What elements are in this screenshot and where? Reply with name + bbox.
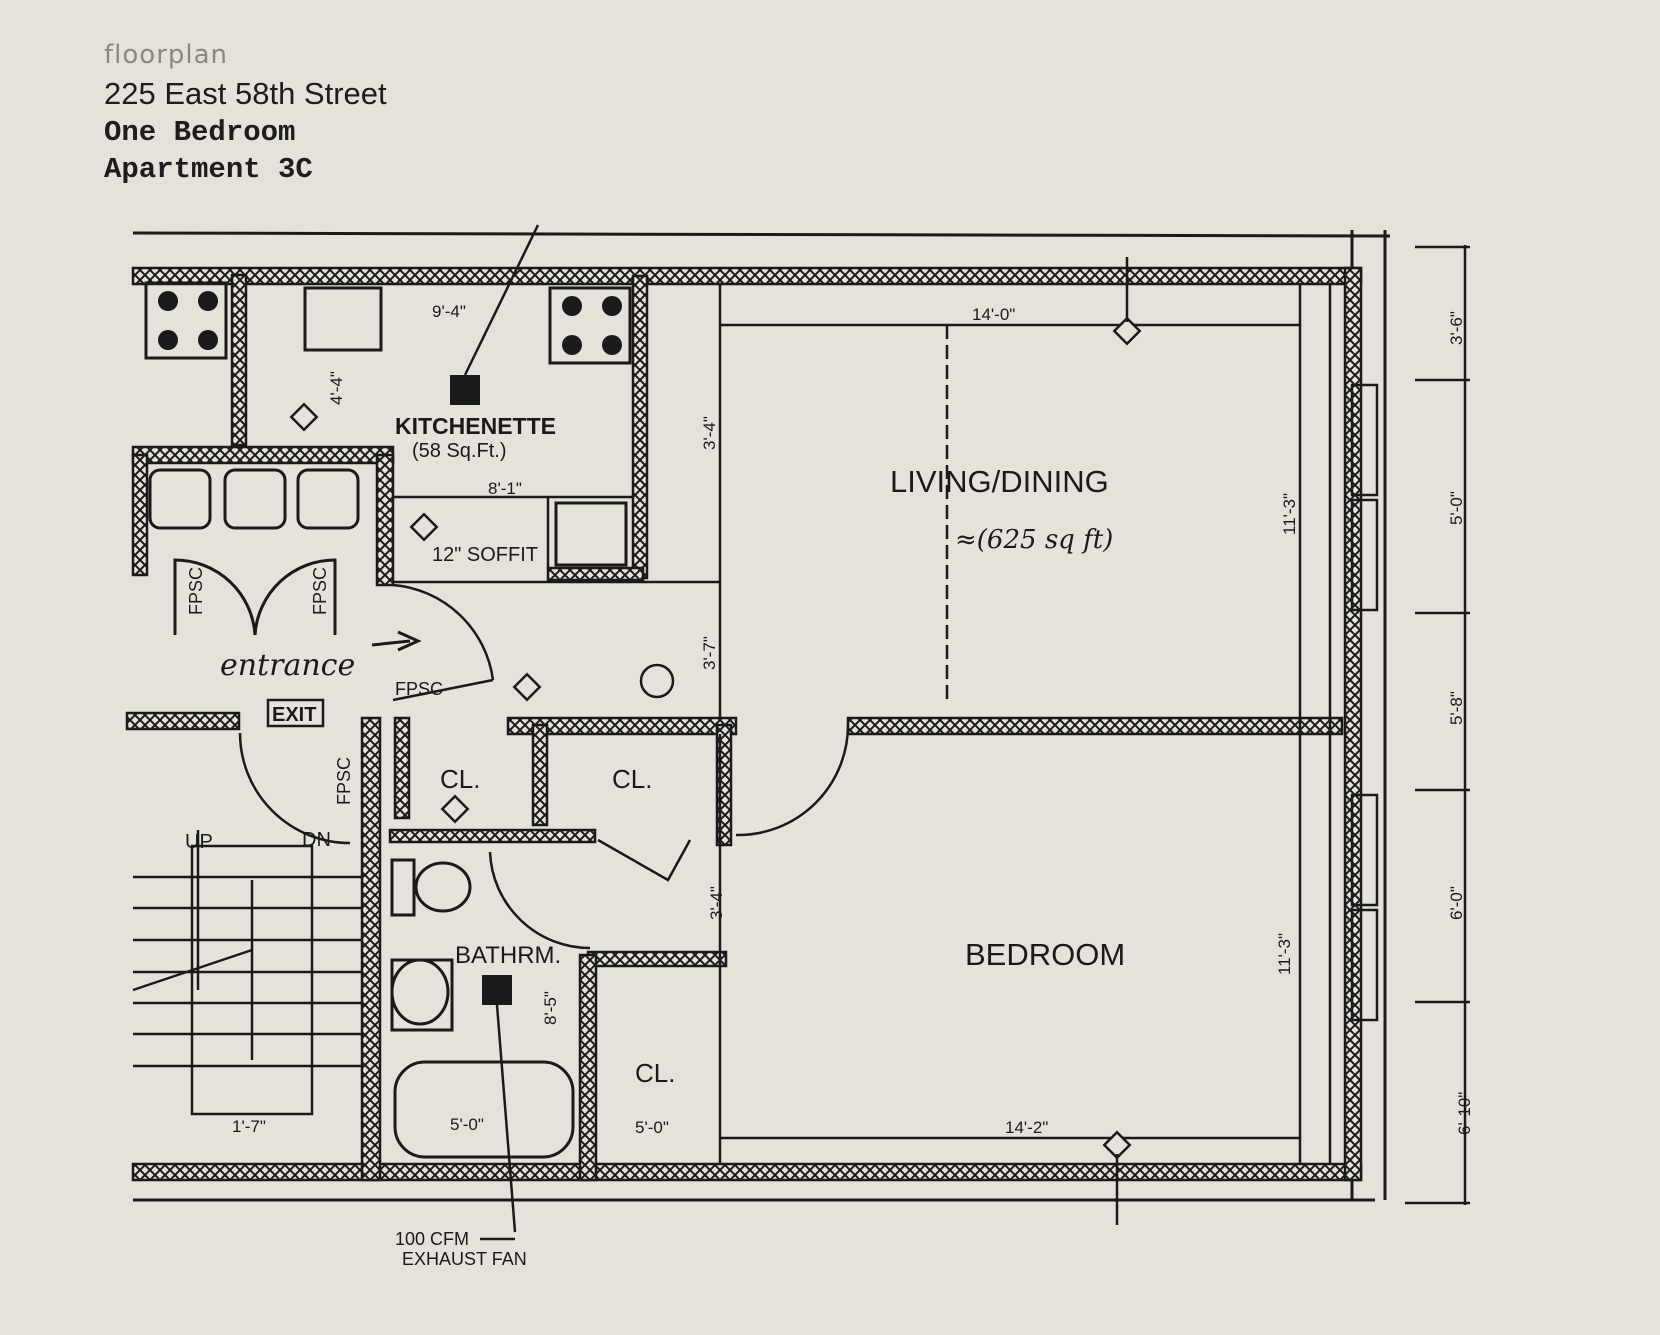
bath-fan-square <box>482 975 512 1005</box>
dim-hall-2: 3'-7" <box>700 636 719 670</box>
dn-label: DN <box>302 829 331 851</box>
address: 225 East 58th Street <box>104 76 387 111</box>
exhaust-fan-label-1: 100 CFM <box>395 1229 469 1249</box>
markers <box>289 316 1142 1160</box>
dim-hall-3: 3'-4" <box>707 886 726 920</box>
soffit-label: 12" SOFFIT <box>432 544 538 566</box>
wall-cl1-right <box>531 723 549 827</box>
closet-3-label: CL. <box>635 1058 675 1088</box>
fridge <box>554 501 628 567</box>
kitchenette-area: (58 Sq.Ft.) <box>412 440 506 462</box>
dim-living-width: 14'-0" <box>972 305 1015 324</box>
fpsc-label-1: FPSC <box>186 567 206 615</box>
unit-type: One Bedroom <box>104 116 296 149</box>
stairs <box>132 830 362 1116</box>
burners <box>158 291 622 355</box>
kitchen-fixtures <box>144 281 632 567</box>
sink <box>303 286 383 352</box>
fpsc-label-4: FPSC <box>334 757 354 805</box>
wall-bath-right <box>578 953 598 1182</box>
door-swings <box>238 583 850 950</box>
thin-lines <box>393 284 1332 1164</box>
dim-bath-width: 5'-0" <box>635 1118 669 1137</box>
windows <box>1350 383 1379 1022</box>
dim-kitchen-depth: 4'-4" <box>327 371 346 405</box>
dim-kitchen-counter: 8'-1" <box>488 479 522 498</box>
dim-right-1: 3'-6" <box>1447 311 1466 345</box>
right-dim-chain <box>1405 245 1470 1205</box>
dim-right-3: 5'-8" <box>1447 691 1466 725</box>
entrance-arrow <box>371 630 422 652</box>
wall-closet-right <box>375 453 395 587</box>
dim-right-4: 6'-0" <box>1447 886 1466 920</box>
wall-kitchen-bottom <box>546 566 645 582</box>
dim-bath-depth: 8'-5" <box>541 991 560 1025</box>
fpsc-label-2: FPSC <box>310 567 330 615</box>
wall-kitchen-right <box>631 274 649 580</box>
dim-tub: 5'-0" <box>450 1115 484 1134</box>
wall-cl3-top <box>586 950 728 968</box>
exterior-lines <box>132 230 1391 1202</box>
closet-1-label: CL. <box>440 764 480 794</box>
wall-living-bedroom <box>846 716 1344 736</box>
wall-hall-top <box>506 716 738 736</box>
dim-right-2: 5'-0" <box>1447 491 1466 525</box>
dim-kitchen-width: 9'-4" <box>432 302 466 321</box>
kitchen-fan-square <box>450 375 480 405</box>
bedroom-label: BEDROOM <box>965 937 1125 972</box>
kitchenette-label: KITCHENETTE <box>395 413 556 439</box>
dim-living-depth: 11'-3" <box>1280 493 1299 535</box>
wall-short-bath <box>393 716 411 820</box>
stove-right <box>548 286 632 365</box>
wall-bath-top <box>388 828 597 844</box>
bathroom-label: BATHRM. <box>455 942 561 969</box>
faint-label: floorplan <box>104 40 229 70</box>
exhaust-fan-label-2: EXHAUST FAN <box>402 1249 527 1269</box>
dim-bedroom-width: 14'-2" <box>1005 1118 1048 1137</box>
entry-closets <box>148 468 360 636</box>
fpsc-label-3: FPSC <box>395 679 443 699</box>
wall-bottom <box>131 1162 1363 1182</box>
dim-right-5: 6'-10" <box>1455 1092 1474 1135</box>
wall-closet-left <box>131 453 149 577</box>
wall-kitchen-left <box>230 273 248 447</box>
bath-fixtures <box>390 858 575 1159</box>
unit-number: Apartment 3C <box>104 153 313 186</box>
wall-closet-top <box>131 445 395 465</box>
dim-bedroom-depth: 11'-3" <box>1275 933 1294 975</box>
living-dining-area: ≈(625 sq ft) <box>955 525 1113 555</box>
closet-2-label: CL. <box>612 764 652 794</box>
dim-stair: 1'-7" <box>232 1117 266 1136</box>
wall-bath-left <box>360 716 382 1182</box>
entrance-label: entrance <box>220 648 355 683</box>
wall-stair-top <box>125 711 241 731</box>
exit-label: EXIT <box>272 704 316 726</box>
living-dining-label: LIVING/DINING <box>890 464 1109 499</box>
up-label: UP <box>185 831 213 853</box>
wall-top <box>131 266 1363 286</box>
dim-hall-1: 3'-4" <box>700 416 719 450</box>
exit-sign-box <box>266 698 325 728</box>
title-block: floorplan 225 East 58th Street One Bedro… <box>104 40 387 190</box>
stove-left <box>144 281 228 360</box>
